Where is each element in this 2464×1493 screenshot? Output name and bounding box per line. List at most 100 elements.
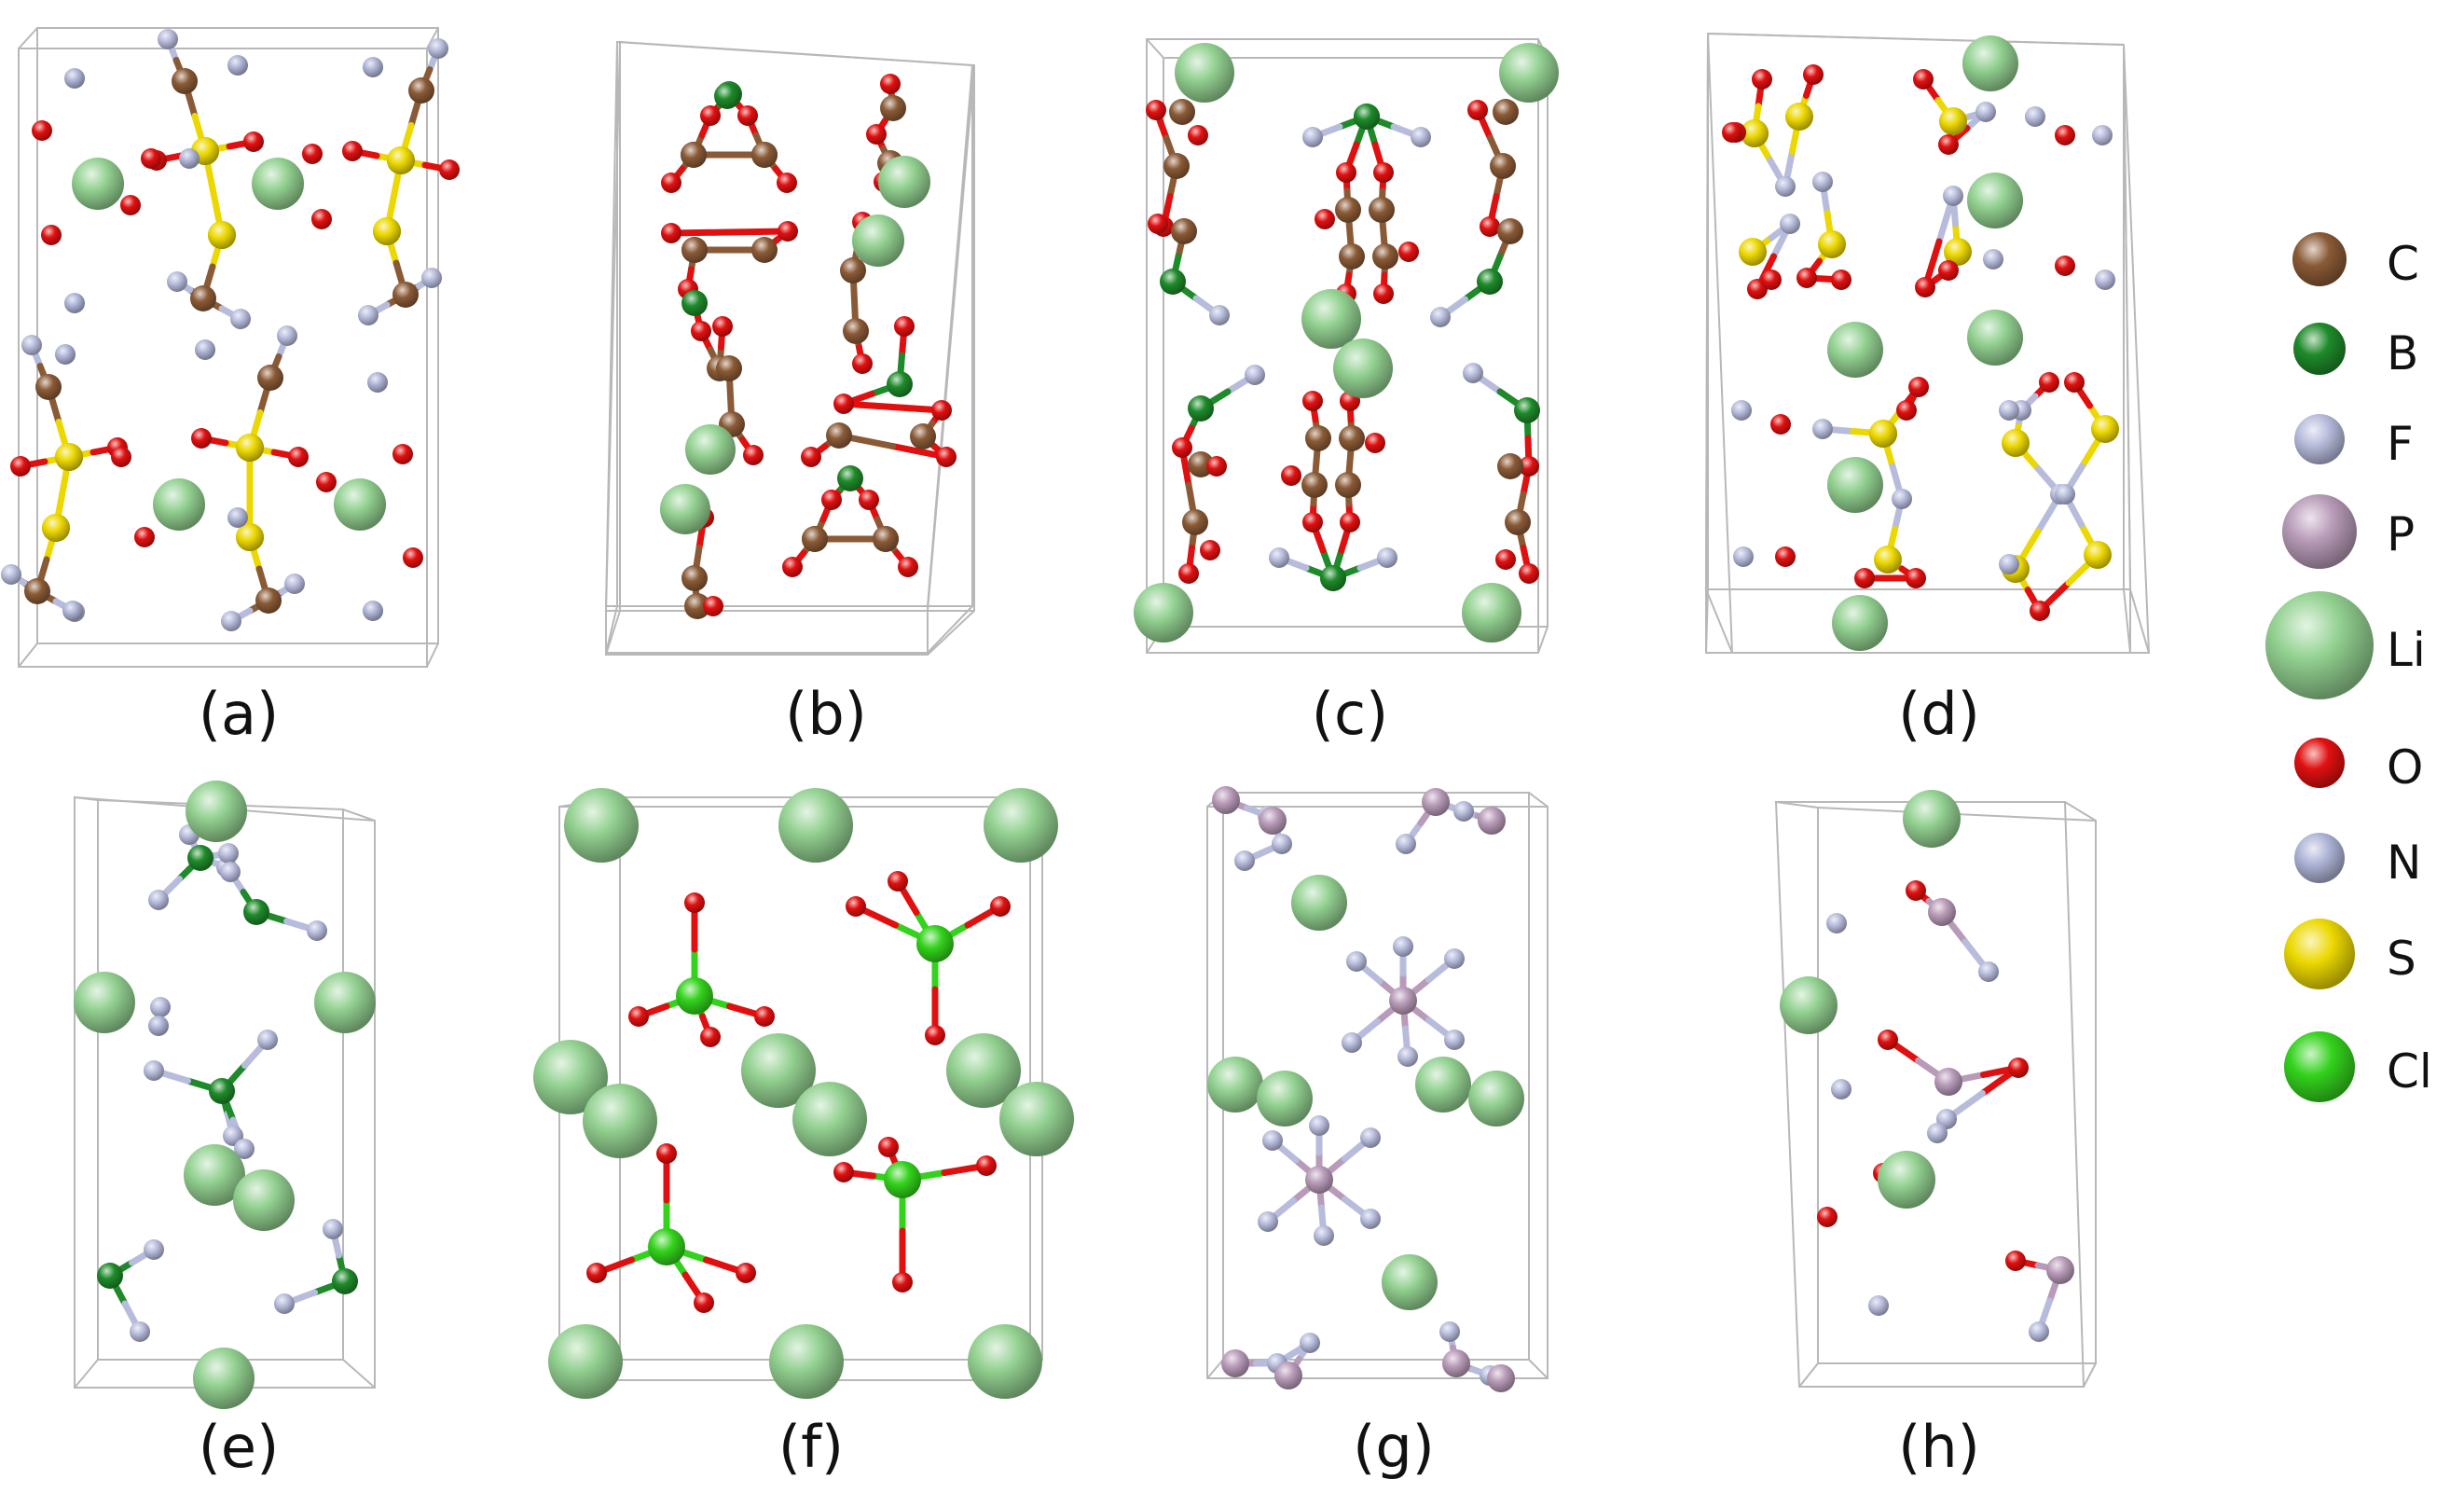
atom-c — [843, 318, 869, 344]
atom-c — [1182, 509, 1208, 535]
atom-o — [821, 490, 842, 510]
atom-n — [64, 68, 85, 89]
unit-cell-a — [18, 27, 439, 668]
atom-b — [681, 290, 708, 316]
atom-f — [307, 920, 327, 941]
atom-o — [1495, 549, 1516, 570]
atom-cl — [676, 977, 713, 1015]
atom-li — [252, 158, 304, 210]
atom-o — [1831, 270, 1851, 290]
legend-label-p: P — [2387, 507, 2416, 561]
atom-b — [1354, 104, 1380, 130]
legend-label-b: B — [2387, 326, 2419, 380]
atom-o — [1906, 568, 1926, 588]
atom-f — [1831, 1079, 1851, 1099]
atom-li — [1903, 790, 1961, 848]
atom-o — [866, 124, 887, 145]
atom-s — [2002, 429, 2030, 457]
atom-c — [1497, 218, 1523, 244]
atom-o — [1206, 456, 1227, 477]
atom-o — [1398, 242, 1419, 262]
atom-li — [1301, 289, 1361, 349]
atom-f — [1999, 400, 2019, 421]
atom-o — [736, 1263, 756, 1283]
atom-c — [35, 374, 62, 400]
atom-b — [1514, 397, 1540, 423]
atom-c — [1497, 453, 1523, 479]
atom-li — [1878, 1151, 1935, 1209]
atom-n — [227, 507, 248, 528]
atom-f — [144, 1239, 164, 1260]
atom-f — [1234, 850, 1255, 871]
atom-c — [172, 68, 198, 94]
atom-li — [1175, 43, 1234, 103]
atom-s — [1874, 546, 1902, 574]
atom-o — [1373, 283, 1394, 304]
atom-p — [1478, 807, 1506, 835]
atom-li — [184, 1144, 245, 1206]
atom-li — [583, 1084, 657, 1158]
atom-li — [193, 1348, 255, 1409]
atom-o — [712, 316, 733, 337]
atom-o — [2055, 256, 2075, 276]
atom-f — [1302, 127, 1323, 147]
atom-s — [2084, 541, 2112, 569]
atom-f — [2029, 1321, 2049, 1342]
atom-s — [208, 221, 236, 249]
atom-c — [840, 257, 866, 283]
atom-n — [195, 339, 215, 360]
atom-o — [1896, 400, 1917, 421]
atom-p — [1442, 1349, 1470, 1377]
atom-f — [1262, 1130, 1283, 1151]
atom-o — [1467, 100, 1488, 120]
atom-n — [363, 601, 383, 621]
atom-s — [1741, 119, 1769, 147]
atom-p — [1259, 807, 1287, 835]
atom-li — [1962, 35, 2018, 91]
atom-f — [1245, 365, 1265, 385]
atom-o — [782, 557, 803, 577]
atom-o — [1336, 162, 1356, 183]
atom-o — [288, 447, 309, 467]
atom-s — [1939, 107, 1967, 135]
atom-s — [1944, 238, 1972, 266]
atom-s — [236, 523, 264, 551]
atom-n — [64, 293, 85, 313]
atom-c — [1335, 197, 1361, 223]
atom-o — [342, 141, 363, 161]
atom-o — [2064, 372, 2085, 393]
atom-c — [751, 142, 778, 168]
atom-o — [1519, 563, 1539, 584]
atom-f — [1258, 1211, 1278, 1232]
atom-li — [792, 1082, 867, 1156]
atom-p — [1221, 1349, 1249, 1377]
atom-o — [1817, 1207, 1838, 1227]
atom-f — [284, 574, 305, 594]
atom-f — [1812, 419, 1833, 439]
atom-o — [1908, 377, 1929, 397]
atom-li — [1134, 583, 1193, 643]
atom-li — [685, 424, 736, 475]
atom-f — [1346, 951, 1367, 972]
atom-li — [334, 478, 386, 531]
atom-f — [220, 862, 241, 882]
atom-f — [1397, 1046, 1418, 1067]
atom-c — [910, 423, 936, 449]
atom-o — [2008, 1058, 2029, 1078]
atom-o — [661, 173, 681, 193]
atom-li — [1827, 322, 1883, 378]
atom-b — [187, 845, 213, 871]
atom-s — [387, 146, 415, 174]
atom-p — [1305, 1166, 1333, 1194]
atom-c — [1369, 197, 1395, 223]
atom-o — [1188, 125, 1208, 145]
atom-o — [898, 557, 918, 577]
atom-o — [243, 131, 264, 152]
atom-f — [144, 1060, 164, 1081]
atom-c — [681, 237, 708, 263]
atom-f — [1360, 1209, 1381, 1229]
atom-f — [1927, 1123, 1948, 1143]
unit-cell-e — [74, 795, 376, 1389]
atom-o — [1913, 69, 1934, 90]
atom-o — [32, 120, 52, 141]
